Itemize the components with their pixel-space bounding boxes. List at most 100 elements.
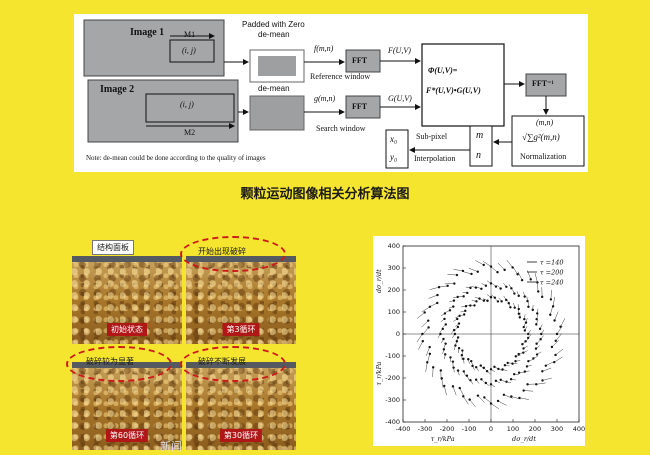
phi-line1: Φ(U,V)= xyxy=(428,66,458,75)
data-point xyxy=(451,385,455,388)
vector-tick xyxy=(441,378,444,388)
data-point xyxy=(549,298,553,301)
vector-tick xyxy=(452,386,457,396)
legend-label: τ =240 xyxy=(540,279,564,287)
vector-tick xyxy=(512,289,515,294)
vector-tick xyxy=(534,273,538,283)
vector-tick xyxy=(425,362,428,372)
data-point xyxy=(523,329,527,332)
data-point xyxy=(549,313,552,316)
vector-tick xyxy=(449,300,454,303)
vector-tick xyxy=(432,367,434,377)
data-point xyxy=(478,297,481,300)
vector-tick xyxy=(455,315,460,319)
photo-cycle-3: 第3循环 xyxy=(186,256,296,344)
vector-tick xyxy=(503,394,513,399)
vector-tick xyxy=(560,318,566,327)
vector-tick xyxy=(416,333,423,343)
caption-breaking-develops: 破碎不断发展 xyxy=(198,357,246,366)
vector-tick xyxy=(497,262,505,271)
vector-tick xyxy=(551,340,559,348)
vector-tick xyxy=(453,367,455,373)
x-tick-label: 300 xyxy=(551,425,563,433)
data-point xyxy=(456,336,460,339)
vector-tick xyxy=(528,359,533,362)
tag-cycle-3: 第3循环 xyxy=(222,323,260,336)
data-point xyxy=(532,357,535,360)
vector-tick xyxy=(453,318,458,322)
data-point xyxy=(436,301,439,305)
legend-label: τ =140 xyxy=(540,259,564,267)
data-point xyxy=(475,300,478,303)
vector-tick xyxy=(516,291,519,296)
vector-tick xyxy=(502,369,508,371)
g-mn-label: g(m,n) xyxy=(314,94,336,103)
algorithm-flow-diagram: Image 1 M1 (i, j) Image 2 (i, j) M2 Padd… xyxy=(74,14,588,172)
vector-tick xyxy=(455,323,460,327)
data-point xyxy=(469,286,472,290)
y-tick-label: 0 xyxy=(396,330,400,338)
data-point xyxy=(489,402,493,405)
data-point xyxy=(452,299,456,302)
image1-window xyxy=(169,39,215,63)
data-point xyxy=(513,292,516,295)
data-point xyxy=(489,282,493,285)
vector-tick xyxy=(429,287,440,290)
data-point xyxy=(471,364,474,368)
vector-tick xyxy=(481,379,485,383)
data-point xyxy=(456,295,459,299)
vector-tick xyxy=(440,318,445,323)
vector-tick xyxy=(428,294,438,299)
vector-tick xyxy=(453,269,463,272)
vector-tick xyxy=(445,310,451,313)
data-point xyxy=(486,299,489,302)
vector-tick xyxy=(474,297,480,299)
vector-tick xyxy=(523,350,528,353)
vector-tick xyxy=(476,367,479,372)
data-point xyxy=(456,317,459,321)
data-point xyxy=(452,366,455,369)
data-point xyxy=(520,278,524,282)
data-point xyxy=(473,304,476,307)
data-point xyxy=(527,332,530,336)
vector-tick xyxy=(475,379,480,384)
data-point xyxy=(517,307,520,311)
data-point xyxy=(431,366,435,369)
data-point xyxy=(509,306,512,309)
vector-tick xyxy=(460,310,466,313)
data-point xyxy=(517,312,521,315)
vector-tick xyxy=(536,282,539,292)
vector-tick xyxy=(439,328,443,333)
demean-label: de-mean xyxy=(258,84,290,93)
data-point xyxy=(448,309,452,312)
data-point xyxy=(517,371,521,374)
y0-label: y₀ xyxy=(390,152,398,162)
vector-tick xyxy=(504,365,510,367)
y-tick-label: 200 xyxy=(388,286,400,294)
vector-tick xyxy=(533,356,538,359)
reference-window-label: Reference window xyxy=(310,72,371,81)
vector-tick xyxy=(554,356,563,363)
data-point xyxy=(484,284,488,287)
data-point xyxy=(531,308,534,312)
vector-tick xyxy=(486,294,492,298)
data-point xyxy=(559,325,562,328)
x-tick-label: -400 xyxy=(396,425,411,433)
legend-label: τ =200 xyxy=(540,269,564,277)
x-tick-label: -300 xyxy=(418,425,433,433)
data-point xyxy=(439,369,443,372)
vector-tick xyxy=(523,390,534,392)
vector-tick xyxy=(462,271,472,275)
vector-tick xyxy=(485,382,490,387)
padded-inner xyxy=(258,56,296,76)
vector-tick xyxy=(441,338,444,344)
vector-tick xyxy=(437,333,441,339)
m-label: m xyxy=(476,130,484,141)
panel-band xyxy=(72,256,182,262)
vector-tick xyxy=(506,259,513,268)
data-point xyxy=(535,323,538,326)
vector-tick xyxy=(442,324,446,328)
G-UV-label: G(U,V) xyxy=(388,94,412,103)
mn-box xyxy=(469,125,493,167)
